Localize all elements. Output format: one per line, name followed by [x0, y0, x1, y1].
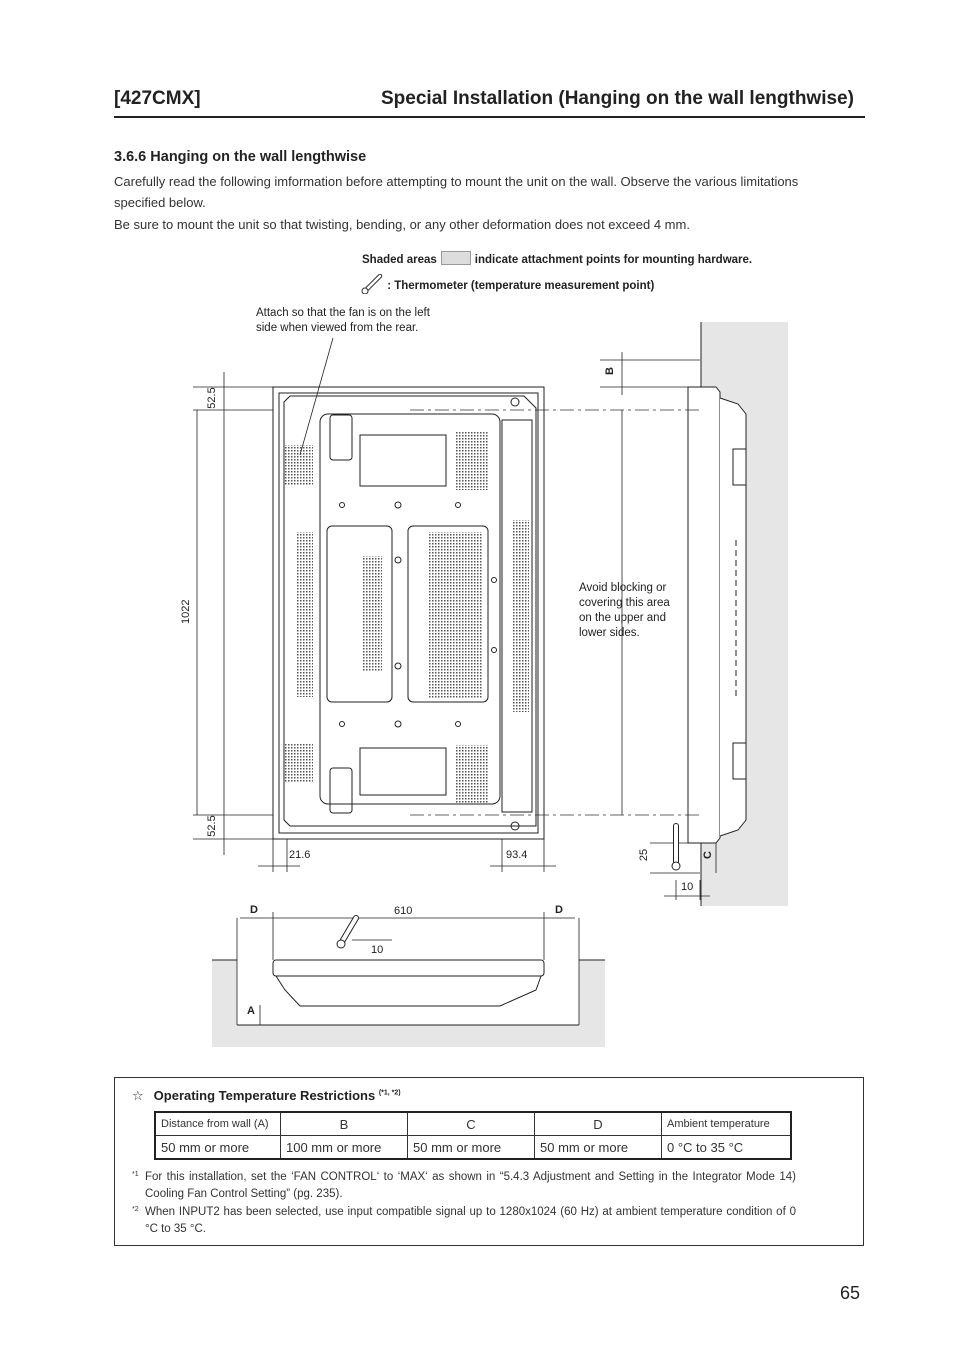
- table-row: 50 mm or more 100 mm or more 50 mm or mo…: [154, 1135, 792, 1160]
- table-cell: 100 mm or more: [280, 1135, 408, 1160]
- footnote-2-text: When INPUT2 has been selected, use input…: [145, 1206, 796, 1235]
- dim-width-label: 610: [394, 905, 413, 917]
- fan-note-line1: Attach so that the fan is on the left: [256, 307, 430, 319]
- label-b: B: [604, 367, 616, 375]
- table-header: B: [280, 1111, 408, 1136]
- table-header: Distance from wall (A): [154, 1111, 281, 1136]
- restrictions-title: ☆ Operating Temperature Restrictions (*1,…: [132, 1088, 401, 1104]
- dim-bottom-label: 52.5: [206, 815, 218, 837]
- table-header: Ambient temperature: [661, 1111, 792, 1136]
- thermometer-legend-text: : Thermometer (temperature measurement p…: [387, 280, 655, 292]
- thermometer-bottom-icon: [336, 915, 359, 949]
- restrictions-box: [114, 1077, 864, 1246]
- label-d-left: D: [250, 904, 258, 916]
- footnote-2-mark: *2: [132, 1206, 139, 1213]
- table-header: D: [534, 1111, 662, 1136]
- label-c: C: [702, 851, 714, 859]
- dim-height-label: 1022: [180, 599, 192, 624]
- thermometer-side-icon: [671, 823, 681, 871]
- avoid-note: Avoid blocking or covering this area on …: [579, 581, 670, 641]
- label-a: A: [247, 1005, 255, 1017]
- shaded-legend: Shaded areas indicate attachment points f…: [362, 251, 752, 266]
- dim-left-label: 21.6: [289, 849, 311, 861]
- temperature-table: Distance from wall (A) B C D Ambient tem…: [154, 1111, 792, 1160]
- avoid-note-line1: Avoid blocking or: [579, 582, 667, 594]
- dim-top-label: 52.5: [206, 387, 218, 409]
- table-cell: 50 mm or more: [154, 1135, 281, 1160]
- shaded-legend-prefix: Shaded areas: [362, 254, 437, 266]
- footnote-2: *2 When INPUT2 has been selected, use in…: [132, 1204, 796, 1238]
- table-header-row: Distance from wall (A) B C D Ambient tem…: [154, 1111, 792, 1136]
- section-title: 3.6.6 Hanging on the wall lengthwise: [114, 149, 367, 165]
- display-side-view: [687, 386, 747, 844]
- dim-side-10-label: 10: [681, 881, 694, 893]
- avoid-note-line3: on the upper and: [579, 612, 666, 624]
- table-cell: 0 °C to 35 °C: [661, 1135, 792, 1160]
- dim-right-label: 93.4: [506, 849, 528, 861]
- table-cell: 50 mm or more: [407, 1135, 535, 1160]
- footnote-1-text: For this installation, set the ‘FAN CONT…: [145, 1171, 796, 1200]
- fan-note-leader: [299, 337, 334, 456]
- dim-side-25-label: 25: [638, 848, 650, 862]
- avoid-note-line4: lower sides.: [579, 627, 640, 639]
- restrictions-title-text: Operating Temperature Restrictions: [153, 1088, 376, 1103]
- display-rear-view: [272, 386, 545, 840]
- star-icon: ☆: [132, 1088, 144, 1103]
- display-bottom-view: [272, 959, 545, 1007]
- intro-paragraph-line2: specified below.: [114, 195, 206, 210]
- table-header: C: [407, 1111, 535, 1136]
- thermometer-legend: : Thermometer (temperature measurement p…: [360, 273, 655, 295]
- page-title: Special Installation (Hanging on the wal…: [381, 88, 854, 109]
- shaded-legend-suffix: indicate attachment points for mounting …: [474, 254, 753, 266]
- page-number: 65: [840, 1283, 861, 1303]
- intro-paragraph-line1: Carefully read the following imformation…: [114, 174, 799, 189]
- header-rule: [114, 116, 865, 118]
- bottom-small-dimensions: [258, 839, 556, 872]
- table-cell: 50 mm or more: [534, 1135, 662, 1160]
- footnote-1-mark: *1: [132, 1171, 139, 1178]
- deformation-paragraph: Be sure to mount the unit so that twisti…: [114, 217, 690, 232]
- shaded-swatch: [440, 251, 471, 265]
- dim-thermo-bottom-label: 10: [371, 944, 384, 956]
- footnote-1: *1 For this installation, set the ‘FAN C…: [132, 1169, 796, 1203]
- shaded-attachment-areas: [285, 432, 529, 803]
- restrictions-title-refs: (*1, *2): [378, 1089, 401, 1097]
- fan-note: Attach so that the fan is on the left si…: [256, 306, 430, 336]
- bottom-view-dimensions: [240, 912, 575, 1025]
- fan-note-line2: side when viewed from the rear.: [256, 322, 419, 334]
- model-label: [427CMX]: [114, 88, 201, 109]
- avoid-note-line2: covering this area: [579, 597, 670, 609]
- label-d-right: D: [555, 904, 563, 916]
- left-dimensions: [193, 372, 273, 855]
